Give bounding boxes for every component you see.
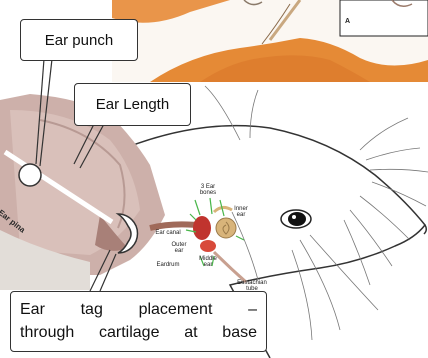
inner-ear-label: Inner ear [230,206,252,218]
outer-ear-label: Outer ear [168,242,190,254]
ear-length-callout: Ear Length [74,83,191,126]
middle-ear-label: Middle ear [196,256,220,268]
ear-punch-marker [19,164,41,186]
ear-bones-label: 3 Ear bones [194,184,222,196]
top-panel-illustration [112,0,428,82]
ear-tag-callout-line1: Ear tag placement – [20,298,257,321]
panel-letter: A [345,18,350,25]
ear-canal-label: Ear canal [150,230,186,236]
ear-punch-callout: Ear punch [20,19,138,61]
eardrum-label: Eardrum [152,262,184,268]
ear-tag-callout-line2: through cartilage at base [20,321,257,344]
ear-tag-callout: Ear tag placement – through cartilage at… [10,291,267,352]
